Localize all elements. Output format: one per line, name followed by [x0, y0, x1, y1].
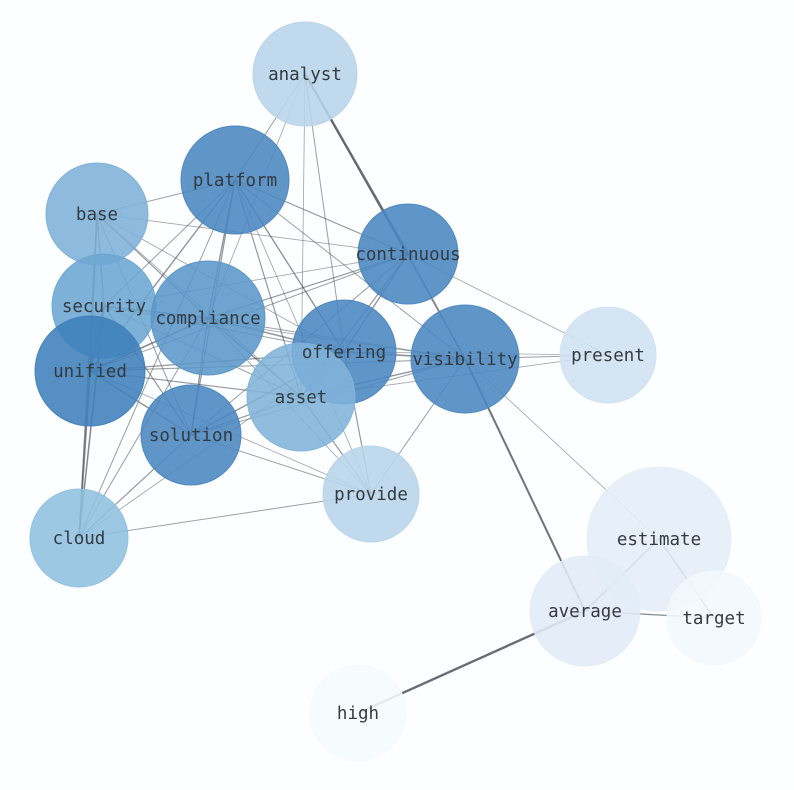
graph-node-present[interactable]	[559, 306, 657, 404]
graph-node-analyst[interactable]	[252, 21, 358, 127]
graph-node-solution[interactable]	[140, 384, 242, 486]
graph-node-compliance[interactable]	[150, 260, 266, 376]
graph-node-visibility[interactable]	[410, 304, 520, 414]
graph-node-target[interactable]	[666, 570, 762, 666]
graph-edge	[78, 179, 236, 539]
graph-node-provide[interactable]	[322, 445, 420, 543]
graph-node-cloud[interactable]	[29, 488, 129, 588]
graph-node-continuous[interactable]	[357, 203, 459, 305]
graph-node-average[interactable]	[529, 555, 641, 667]
graph-node-base[interactable]	[45, 162, 149, 266]
graph-node-platform[interactable]	[180, 125, 290, 235]
graph-node-asset[interactable]	[246, 342, 356, 452]
labels-layer: analystplatformbasecontinuoussecuritycom…	[53, 65, 746, 724]
nodes-layer	[29, 21, 762, 762]
graph-edge	[96, 213, 409, 255]
graph-node-unified[interactable]	[34, 315, 146, 427]
graph-node-high[interactable]	[309, 664, 407, 762]
